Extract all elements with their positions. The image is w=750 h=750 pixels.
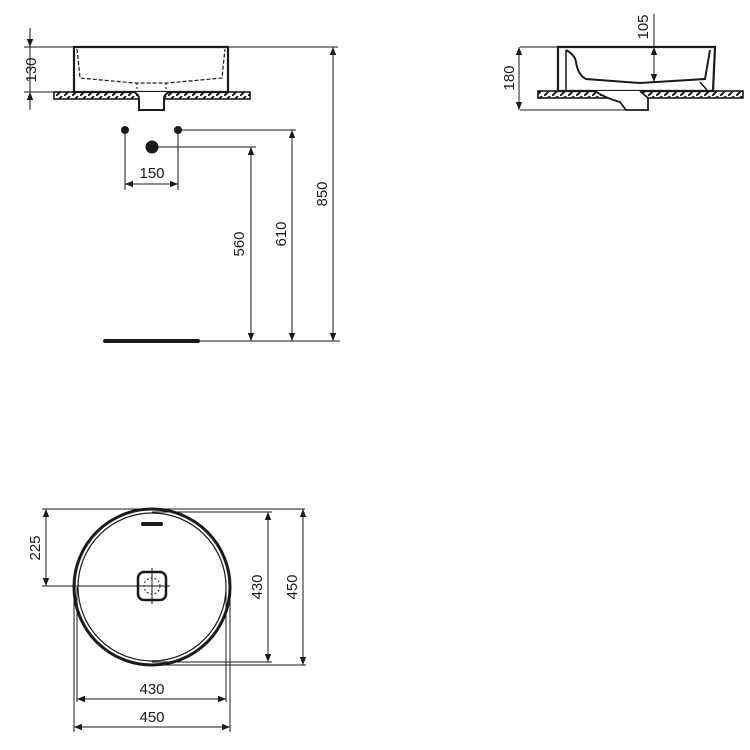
dim-430-vertical: 430 (249, 574, 266, 599)
plan-view (42, 507, 307, 732)
dim-430-horizontal: 430 (139, 681, 164, 698)
dim-225: 225 (27, 535, 44, 560)
dim-180: 180 (501, 65, 518, 90)
dim-450-vertical: 450 (284, 574, 301, 599)
dim-850: 850 (314, 181, 331, 206)
dim-150: 150 (139, 165, 164, 182)
waste-outlet (594, 90, 649, 111)
dim-130: 130 (23, 57, 40, 82)
bowl-hidden-line (76, 48, 226, 84)
front-view (24, 28, 340, 343)
dim-560: 560 (231, 231, 248, 256)
basin-body (72, 45, 230, 94)
dim-450-horizontal: 450 (139, 709, 164, 726)
side-view (515, 14, 744, 111)
waste-outlet (133, 91, 170, 111)
bowl-profile (565, 49, 711, 85)
dim-105: 105 (635, 14, 652, 39)
basin-body (556, 45, 717, 93)
dim-610: 610 (273, 221, 290, 246)
